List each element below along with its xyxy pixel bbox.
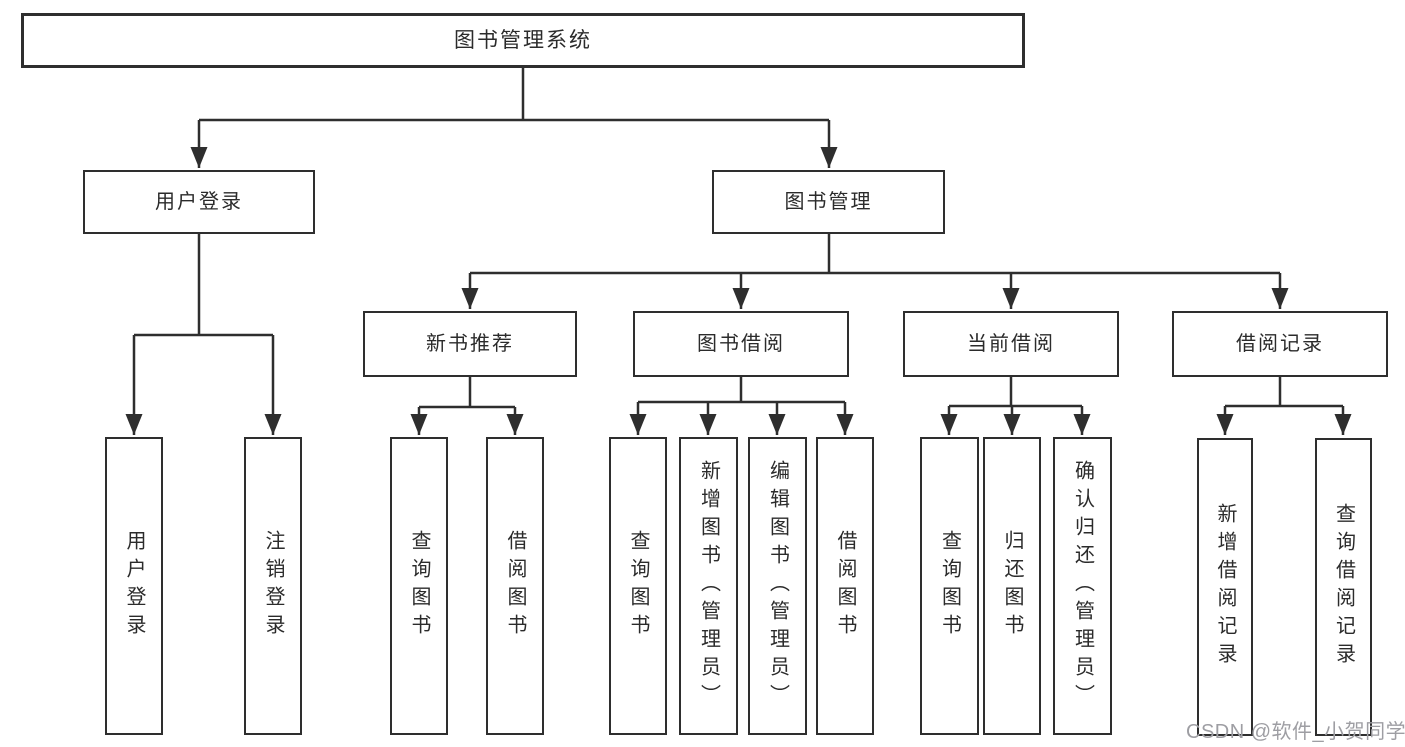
node-book-borrowing: 图书借阅 (633, 311, 849, 377)
leaf-records-add-record: 新增借阅记录 (1197, 438, 1253, 736)
leaf-borrow-query-books: 查询图书 (609, 437, 667, 735)
node-label: 图书借阅 (697, 333, 785, 355)
node-label: 用户登录 (155, 191, 243, 213)
node-current-borrowing: 当前借阅 (903, 311, 1119, 377)
leaf-borrow-borrow-books: 借阅图书 (816, 437, 874, 735)
leaf-newbook-borrow-books: 借阅图书 (486, 437, 544, 735)
node-label: 借阅图书 (834, 530, 856, 642)
node-label: 新增图书（管理员） (697, 460, 720, 712)
node-library-management-system: 图书管理系统 (21, 13, 1025, 68)
leaf-newbook-query-books: 查询图书 (390, 437, 448, 735)
node-label: 新增借阅记录 (1214, 503, 1236, 671)
node-book-management: 图书管理 (712, 170, 945, 234)
leaf-borrow-add-books-admin: 新增图书（管理员） (679, 437, 738, 735)
leaf-borrow-edit-books-admin: 编辑图书（管理员） (748, 437, 807, 735)
node-user-login: 用户登录 (83, 170, 315, 234)
leaf-current-confirm-return-admin: 确认归还（管理员） (1053, 437, 1112, 735)
node-label: 查询图书 (627, 530, 649, 642)
leaf-records-query-record: 查询借阅记录 (1315, 438, 1372, 736)
csdn-watermark: CSDN @软件_小贺同学 (1186, 721, 1405, 743)
node-label: 新书推荐 (426, 333, 514, 355)
node-label: 查询图书 (408, 530, 430, 642)
node-label: 用户登录 (123, 530, 145, 642)
node-label: 借阅记录 (1236, 333, 1324, 355)
node-label: 确认归还（管理员） (1071, 460, 1094, 712)
node-label: 注销登录 (262, 530, 284, 642)
node-borrowing-records: 借阅记录 (1172, 311, 1388, 377)
node-label: 查询借阅记录 (1332, 503, 1355, 671)
node-label: 归还图书 (1001, 530, 1023, 642)
node-label: 查询图书 (938, 530, 961, 642)
node-label: 借阅图书 (504, 530, 526, 642)
node-new-book-recommend: 新书推荐 (363, 311, 577, 377)
node-label: 图书管理系统 (454, 29, 592, 52)
node-label: 编辑图书（管理员） (766, 460, 789, 712)
leaf-user-login: 用户登录 (105, 437, 163, 735)
node-label: 图书管理 (784, 191, 873, 213)
node-label: 当前借阅 (967, 333, 1055, 355)
leaf-logout: 注销登录 (244, 437, 302, 735)
leaf-current-query-books: 查询图书 (920, 437, 979, 735)
leaf-current-return-books: 归还图书 (983, 437, 1041, 735)
